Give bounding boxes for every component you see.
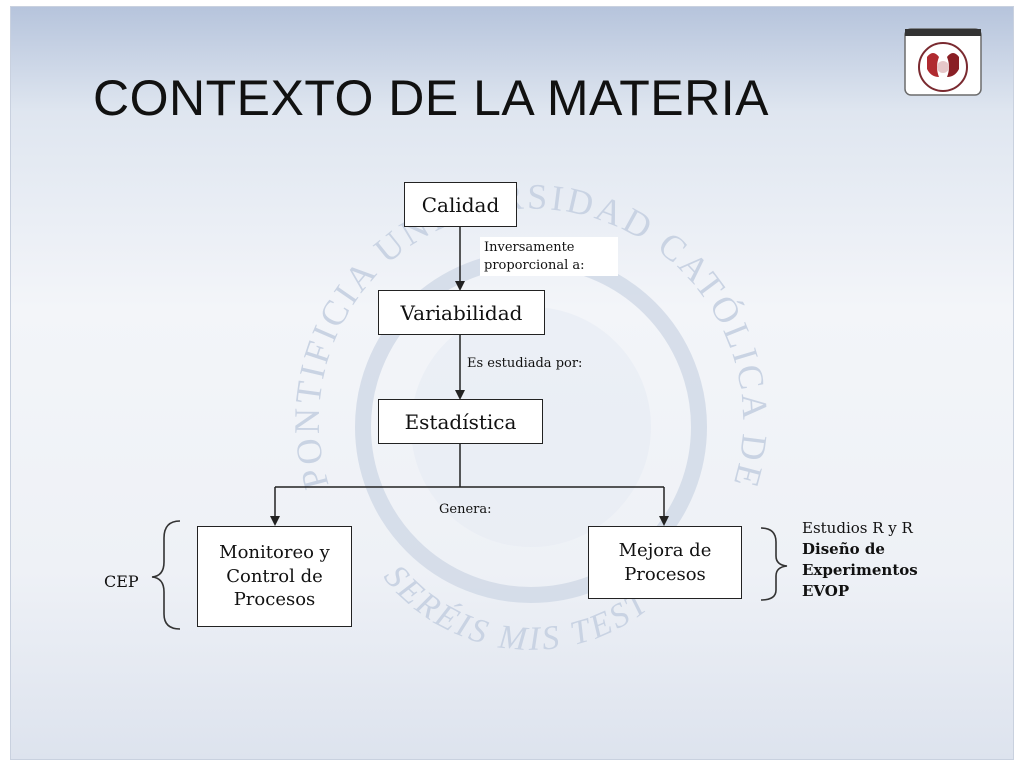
slide-title: CONTEXTO DE LA MATERIA (93, 70, 769, 126)
edge-label-inversamente: Inversamente proporcional a: (480, 237, 618, 277)
edge-label-inversamente-line-2: proporcional a: (484, 257, 585, 273)
edge-label-inversamente-line-1: Inversamente (484, 240, 575, 255)
right-brace-icon (760, 527, 788, 601)
left-brace-icon (151, 520, 181, 630)
right-group-item-3: Experimentos (802, 561, 918, 579)
node-monitoreo: Monitoreo y Control de Procesos (197, 526, 352, 627)
node-calidad: Calidad (404, 182, 517, 227)
node-variabilidad: Variabilidad (378, 290, 545, 335)
right-group-list: Estudios R y R Diseño de Experimentos EV… (802, 518, 918, 602)
group-label-cep: CEP (104, 572, 139, 591)
node-estadistica: Estadística (378, 399, 543, 444)
node-monitoreo-line-1: Monitoreo y (219, 542, 330, 564)
institution-logo-icon (904, 28, 982, 96)
right-group-item-1: Estudios R y R (802, 519, 913, 537)
edge-label-estudiada: Es estudiada por: (467, 356, 583, 371)
node-monitoreo-line-3: Procesos (233, 589, 316, 611)
right-group-item-4: EVOP (802, 582, 850, 600)
node-mejora-line-2: Procesos (624, 563, 706, 585)
right-group-item-2: Diseño de (802, 540, 885, 558)
edge-label-genera: Genera: (439, 502, 492, 517)
node-mejora-line-1: Mejora de (618, 540, 712, 562)
node-mejora: Mejora de Procesos (588, 526, 742, 599)
node-monitoreo-line-2: Control de (226, 565, 323, 587)
